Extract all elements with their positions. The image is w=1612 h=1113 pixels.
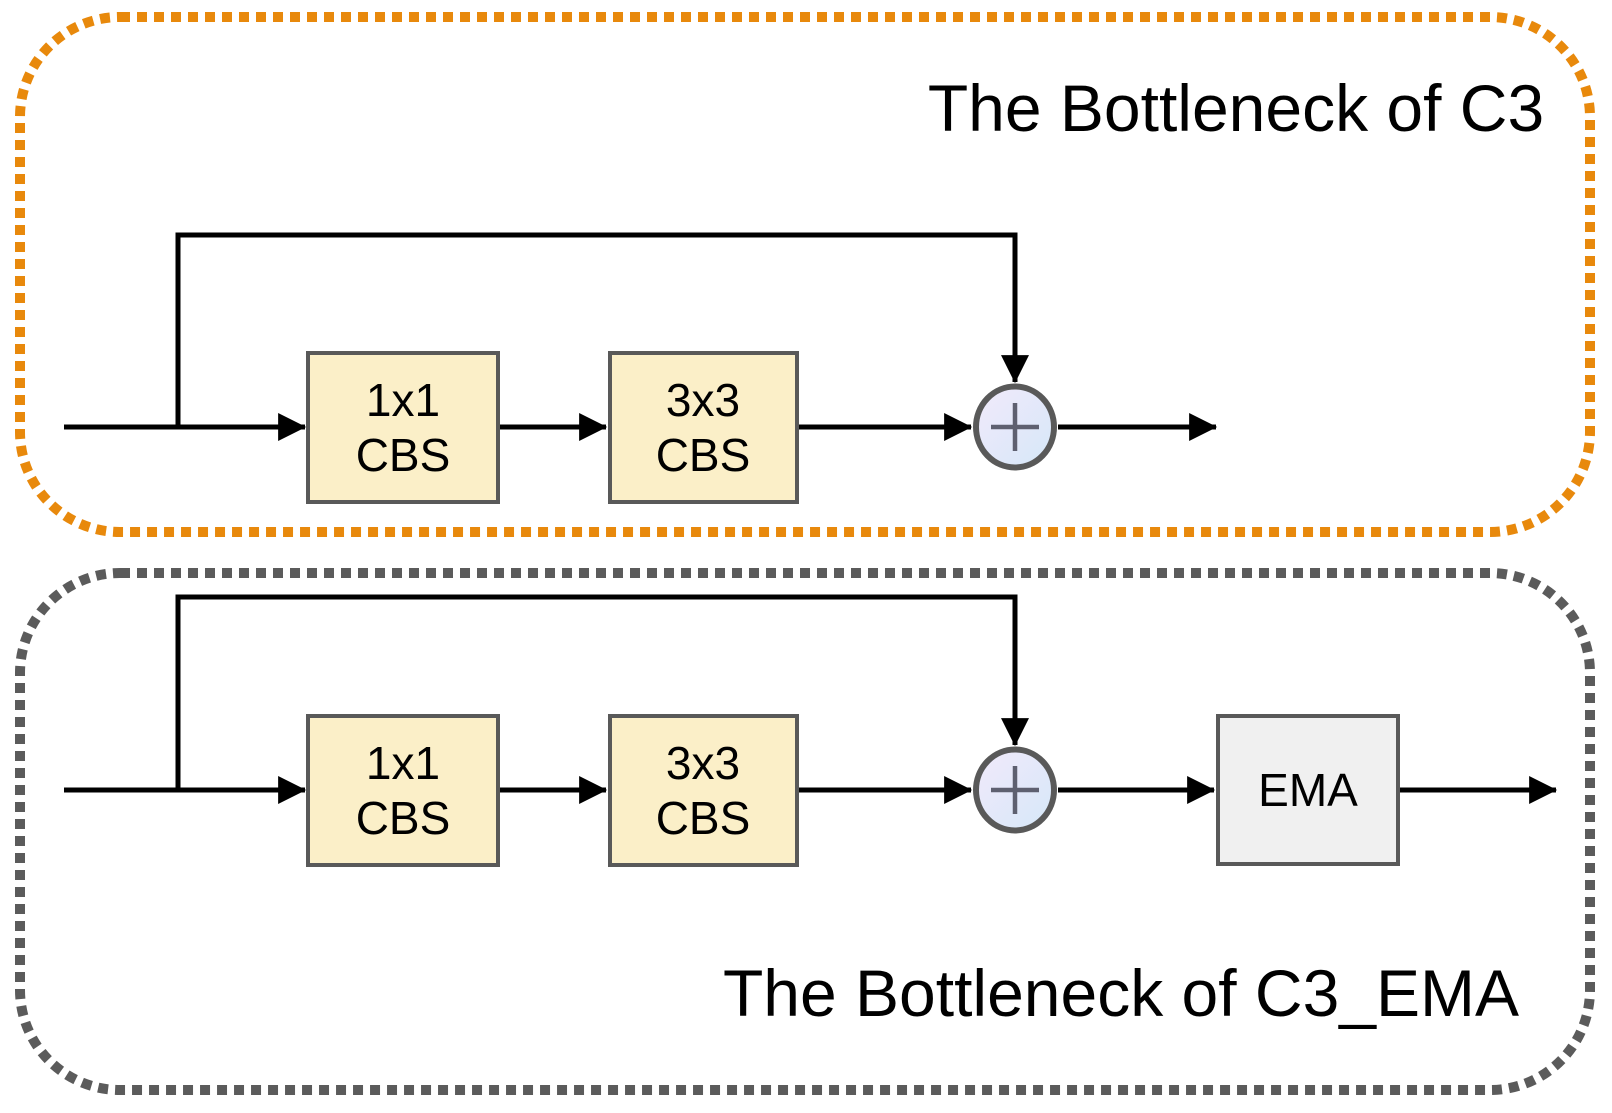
c3-ema-plus-icon	[991, 766, 1039, 814]
c3-block-3x3-label-line2: CBS	[656, 429, 751, 481]
c3-ema-add-operator-icon	[973, 746, 1057, 834]
c3-ema-block-3x3-cbs: 3x3 CBS	[608, 714, 799, 867]
c3-ema-block-1x1-cbs: 1x1 CBS	[306, 714, 500, 867]
c3-ema-bottleneck-panel: The Bottleneck of C3_EMA 1x1 CBS 3x3 CBS	[15, 568, 1595, 1095]
c3-panel-title: The Bottleneck of C3	[928, 71, 1544, 145]
c3-block-3x3-cbs: 3x3 CBS	[608, 351, 799, 504]
c3-ema-block-3x3-label-line2: CBS	[656, 792, 751, 844]
c3-ema-block-1x1-cbs-rect	[306, 714, 500, 867]
c3-block-1x1-cbs-rect	[306, 351, 500, 504]
c3-block-1x1-label-line2: CBS	[356, 429, 451, 481]
c3-add-operator-icon	[973, 383, 1057, 471]
c3-bottleneck-panel: The Bottleneck of C3 1x1 CBS 3x3 CBS	[15, 12, 1595, 537]
c3-block-1x1-cbs: 1x1 CBS	[306, 351, 500, 504]
c3-skip-connection-arrow	[175, 232, 1029, 427]
c3-plus-icon	[991, 403, 1039, 451]
c3-ema-block-3x3-cbs-rect	[608, 714, 799, 867]
c3-block-1x1-label-line1: 1x1	[366, 374, 440, 426]
c3-ema-skip-connection-arrow	[175, 594, 1029, 790]
c3-ema-container-border	[15, 568, 1595, 1095]
c3-ema-block-1x1-label-line1: 1x1	[366, 737, 440, 789]
ema-block-label: EMA	[1258, 764, 1358, 816]
c3-ema-block-1x1-label-line2: CBS	[356, 792, 451, 844]
c3-container-border	[15, 12, 1595, 537]
c3-block-3x3-cbs-rect	[608, 351, 799, 504]
ema-block-rect	[1216, 714, 1400, 866]
c3-ema-block-3x3-label-line1: 3x3	[666, 737, 740, 789]
c3-block-3x3-label-line1: 3x3	[666, 374, 740, 426]
c3-ema-ema-block: EMA	[1216, 714, 1400, 866]
c3-ema-panel-title: The Bottleneck of C3_EMA	[723, 956, 1519, 1030]
